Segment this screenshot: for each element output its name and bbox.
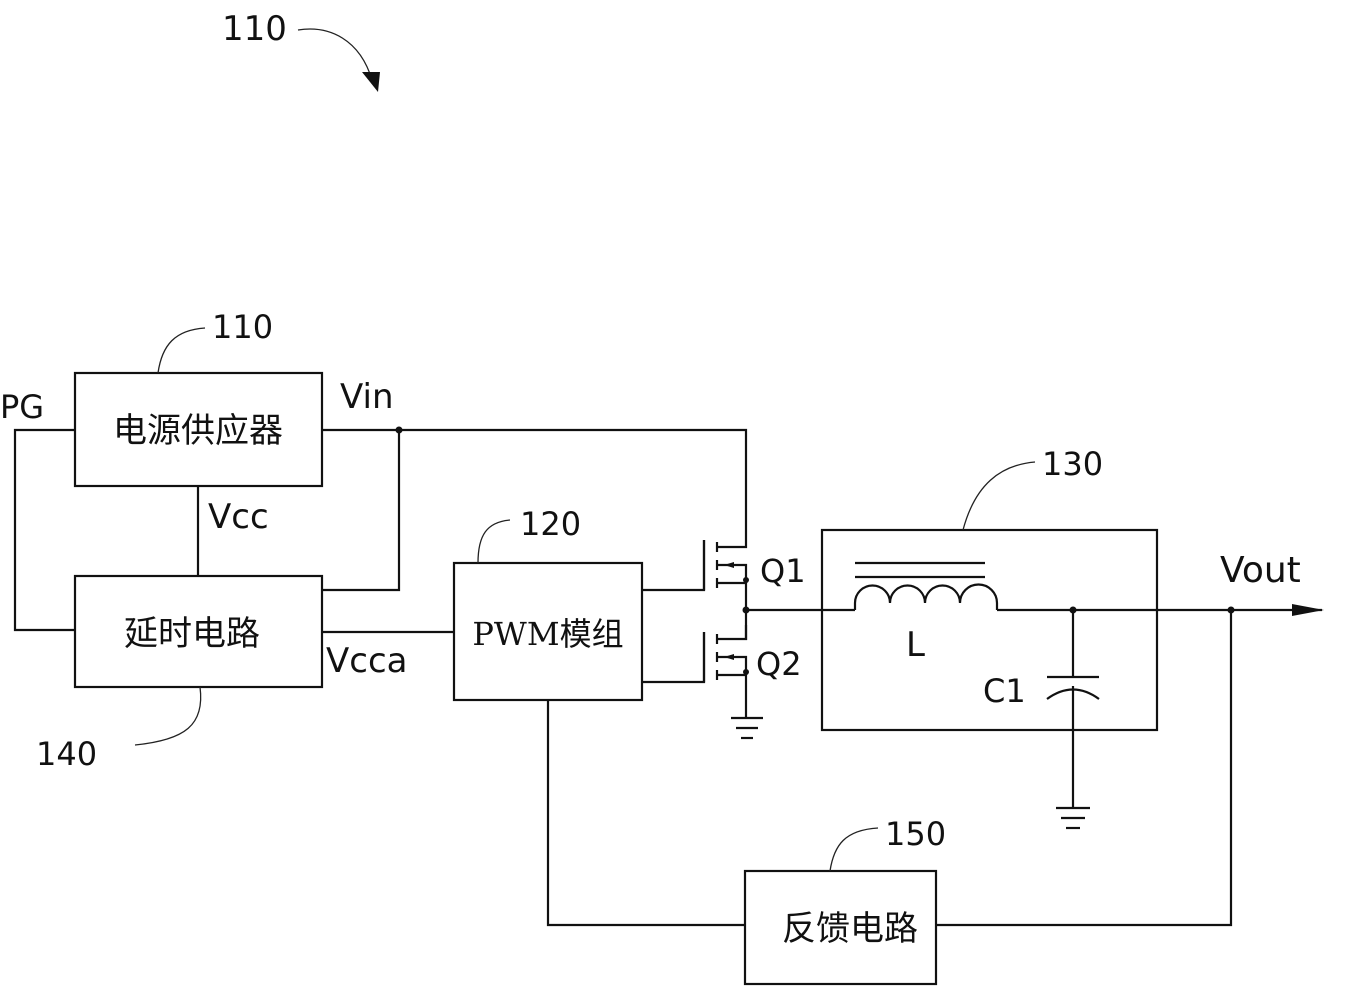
inductor-label: L	[906, 625, 925, 665]
delay-circuit-box	[73, 574, 324, 689]
capacitor-plate-bottom	[1046, 688, 1100, 700]
wire-vin	[322, 428, 748, 532]
mosfet-q2: Q2	[702, 625, 802, 683]
figure-ref-arrow-icon	[362, 72, 380, 92]
delay-circuit-ref: 140	[36, 735, 97, 773]
pwm-module-label: PWM模组	[472, 615, 623, 653]
q1-label: Q1	[760, 552, 806, 590]
wire-vin-to-delay	[322, 430, 401, 592]
signal-vcc-label: Vcc	[208, 497, 269, 537]
junction-vin	[395, 426, 403, 434]
power-supply-leader	[157, 327, 206, 374]
filter-block: 130	[820, 445, 1159, 732]
wire-feedback-out	[546, 700, 745, 927]
ground-icon-q2	[731, 716, 763, 740]
ground-icon-c1	[1056, 806, 1090, 830]
junction-switch-node	[742, 606, 750, 614]
vout-arrow-icon	[1292, 604, 1324, 616]
inductor-l: L	[853, 561, 999, 665]
figure-ref-leader	[297, 28, 373, 81]
figure-ref-label: 110	[222, 9, 287, 49]
filter-ref: 130	[1042, 445, 1103, 483]
signal-vout-label: Vout	[1220, 550, 1301, 591]
feedback-circuit-label: 反馈电路	[782, 909, 918, 949]
pwm-module-block: PWM模组 120	[452, 505, 644, 702]
wire-gate-q1	[642, 540, 706, 592]
signal-vin-label: Vin	[340, 377, 394, 417]
feedback-circuit-block: 反馈电路 150	[743, 815, 946, 986]
signal-vcca-label: Vcca	[326, 641, 407, 681]
junction-c1	[1069, 606, 1077, 614]
capacitor-label: C1	[983, 672, 1026, 710]
power-supply-ref: 110	[212, 308, 273, 346]
wires	[13, 428, 1290, 927]
filter-leader	[962, 461, 1036, 531]
wire-feedback-in	[936, 610, 1233, 927]
power-supply-label: 电源供应器	[113, 411, 283, 451]
inductor-coil	[853, 583, 999, 610]
delay-circuit-label: 延时电路	[124, 614, 260, 654]
q2-label: Q2	[756, 645, 802, 683]
pwm-module-ref: 120	[520, 505, 581, 543]
delay-circuit-block: 延时电路 140	[36, 574, 324, 773]
power-supply-block: 电源供应器 110	[73, 308, 324, 488]
power-supply-box	[73, 371, 324, 488]
feedback-circuit-ref: 150	[885, 815, 946, 853]
feedback-circuit-box	[743, 869, 938, 986]
junction-vout	[1227, 606, 1235, 614]
pwm-module-box	[452, 561, 644, 702]
feedback-circuit-leader	[829, 827, 879, 872]
pwm-module-leader	[477, 519, 511, 564]
delay-circuit-leader	[134, 686, 202, 746]
signal-pg-label: PG	[0, 388, 44, 426]
mosfet-q1: Q1	[702, 532, 806, 590]
wire-gate-q2	[642, 632, 706, 684]
wire-pg	[13, 428, 75, 632]
filter-box	[820, 528, 1159, 732]
capacitor-c1: C1	[983, 672, 1100, 710]
